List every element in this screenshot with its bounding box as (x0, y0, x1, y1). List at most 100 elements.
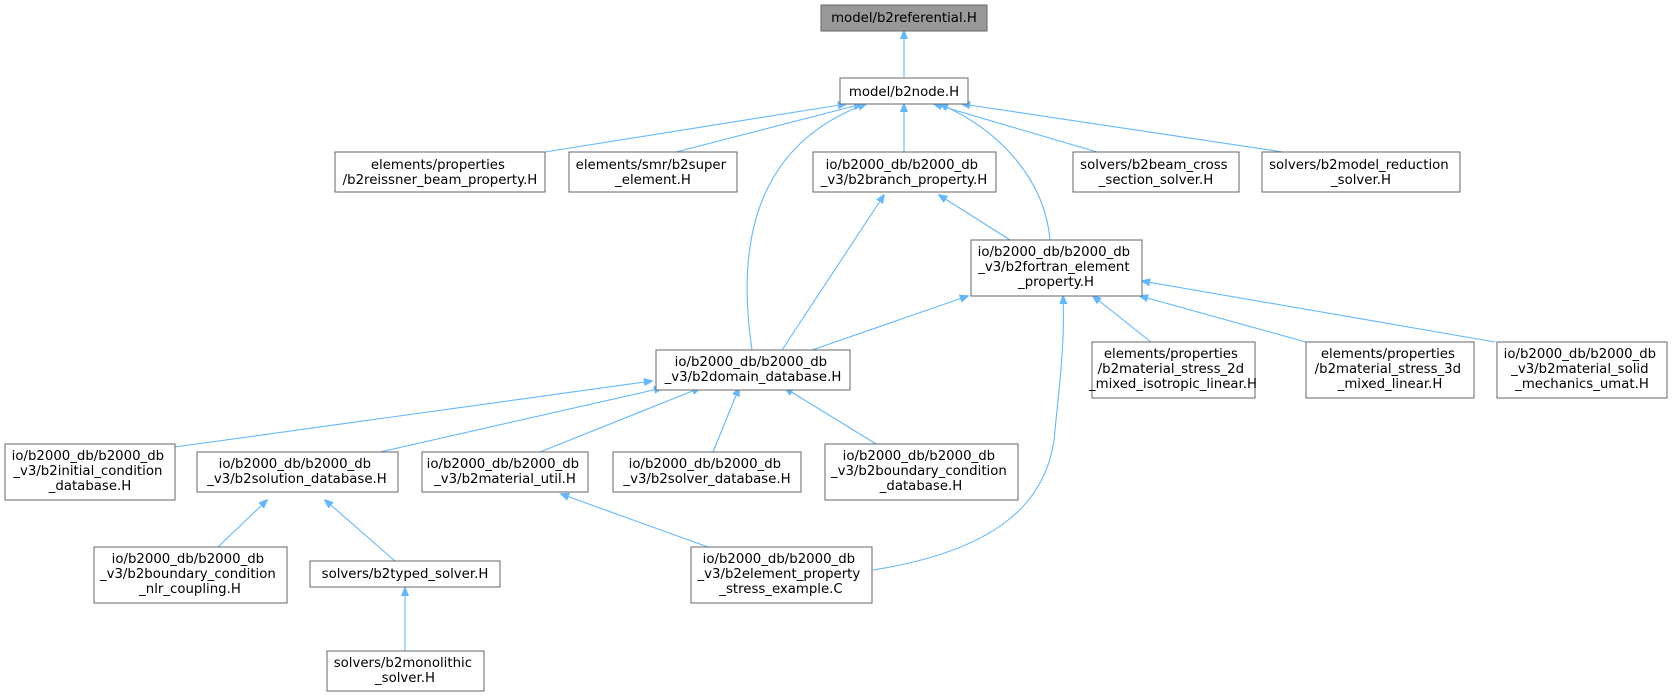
svg-text:io/b2000_db/b2000_db _v3: io/b2000_db/b2000_db _v3/b2boundary_cond… (99, 552, 280, 597)
node-label: _mixed_isotropic_linear.H (1088, 377, 1257, 392)
svg-text:solvers/b2typed_solver.H: solvers/b2typed_solver.H (322, 567, 489, 582)
node-box (421, 451, 589, 493)
node-label: _nlr_coupling.H (138, 582, 241, 597)
node-box (812, 151, 997, 193)
node-box (1261, 151, 1461, 193)
svg-text:model/b2node.H: model/b2node.H (849, 85, 959, 100)
svg-text:io/b2000_db/b2000_db _v3: io/b2000_db/b2000_db _v3/b2material_util… (427, 457, 584, 487)
node-label: _mechanics_umat.H (1514, 377, 1649, 392)
node-box (824, 443, 1019, 501)
graph-node-monolithic-solver[interactable]: solvers/b2monolithic _solver.H (326, 650, 485, 692)
edge-stress-2d-to-fortran (1093, 296, 1152, 343)
svg-text:solvers/b2model_reduction: solvers/b2model_reduction _solver.H (1269, 158, 1453, 188)
edge-solver-db-to-domain (712, 388, 739, 453)
edge-reissner-to-b2node (544, 104, 846, 153)
edge-fortran-to-branch-property (939, 195, 1011, 241)
graph-node-domain-database[interactable]: io/b2000_db/b2000_db _v3/b2domain_databa… (655, 349, 851, 391)
edge-model-reduction-to-b2node (962, 104, 1284, 153)
node-label: _v3/b2fortran_element (977, 260, 1129, 275)
svg-text:model/b2referential.H: model/b2referential.H (831, 11, 977, 26)
node-label: io/b2000_db/b2000_db (12, 449, 164, 464)
node-box (839, 77, 969, 105)
node-label: _mixed_linear.H (1337, 377, 1443, 392)
node-label: solvers/b2beam_cross (1080, 158, 1228, 173)
graph-node-material-stress-3d[interactable]: elements/properties /b2material_stress_3… (1305, 341, 1475, 399)
edge-beam-cross-to-b2node (934, 104, 1098, 153)
node-box (1091, 341, 1256, 399)
graph-node-b2referential[interactable]: model/b2referential.H (820, 4, 988, 32)
edge-fortran-to-b2node (940, 104, 1051, 241)
node-label: _v3/b2domain_database.H (664, 370, 842, 385)
svg-text:elements/properties /b2m: elements/properties /b2material_stress_2… (1088, 347, 1257, 392)
svg-text:elements/properties /b2m: elements/properties /b2material_stress_3… (1315, 347, 1466, 392)
node-label: _v3/b2boundary_condition (830, 464, 1007, 479)
edge-domain-to-fortran (811, 296, 968, 351)
edge-solution-db-to-domain (379, 388, 662, 453)
graph-node-element-property-stress-example[interactable]: io/b2000_db/b2000_db _v3/b2element_prope… (690, 546, 873, 604)
edge-super-element-to-b2node (675, 104, 862, 153)
node-label: io/b2000_db/b2000_db (629, 457, 781, 472)
node-box (970, 239, 1143, 297)
node-label: io/b2000_db/b2000_db (978, 245, 1130, 260)
node-label: _v3/b2solution_database.H (206, 472, 387, 487)
svg-text:io/b2000_db/b2000_db _v3: io/b2000_db/b2000_db _v3/b2material_soli… (1504, 347, 1661, 392)
node-label: _v3/b2initial_condition (12, 464, 162, 479)
node-label: _v3/b2material_util.H (433, 472, 576, 487)
graph-node-material-solid-mechanics-umat[interactable]: io/b2000_db/b2000_db _v3/b2material_soli… (1496, 341, 1668, 399)
graph-node-material-util[interactable]: io/b2000_db/b2000_db _v3/b2material_util… (421, 451, 589, 493)
graph-node-initial-condition-database[interactable]: io/b2000_db/b2000_db _v3/b2initial_condi… (4, 443, 176, 501)
graph-node-material-stress-2d[interactable]: elements/properties /b2material_stress_2… (1088, 341, 1257, 399)
node-label: _stress_example.C (718, 582, 842, 597)
node-label: /b2material_stress_3d (1315, 362, 1461, 377)
graph-node-b2node[interactable]: model/b2node.H (839, 77, 969, 105)
node-label: elements/properties (1104, 347, 1238, 362)
node-label: /b2reissner_beam_property.H (343, 173, 538, 188)
svg-text:io/b2000_db/b2000_db _v3: io/b2000_db/b2000_db _v3/b2branch_proper… (820, 158, 987, 188)
node-label: io/b2000_db/b2000_db (427, 457, 579, 472)
node-label: _v3/b2element_property (697, 567, 861, 582)
svg-text:solvers/b2monolithic _so: solvers/b2monolithic _solver.H (334, 656, 477, 686)
node-box (196, 451, 399, 493)
graph-node-solution-database[interactable]: io/b2000_db/b2000_db _v3/b2solution_data… (196, 451, 399, 493)
graph-node-solver-database[interactable]: io/b2000_db/b2000_db _v3/b2solver_databa… (612, 451, 802, 493)
edges (174, 31, 1496, 651)
graph-node-boundary-condition-database[interactable]: io/b2000_db/b2000_db _v3/b2boundary_cond… (824, 443, 1019, 501)
node-label: _v3/b2material_solid (1510, 362, 1648, 377)
graph-node-super-element[interactable]: elements/smr/b2super _element.H (568, 151, 738, 193)
svg-text:io/b2000_db/b2000_db _v3: io/b2000_db/b2000_db _v3/b2domain_databa… (664, 355, 842, 385)
node-box (612, 451, 802, 493)
svg-text:io/b2000_db/b2000_db _v3: io/b2000_db/b2000_db _v3/b2fortran_eleme… (977, 245, 1134, 290)
graph-node-typed-solver[interactable]: solvers/b2typed_solver.H (309, 560, 501, 588)
graph-node-boundary-condition-nlr-coupling[interactable]: io/b2000_db/b2000_db _v3/b2boundary_cond… (93, 546, 288, 604)
node-label: _v3/b2boundary_condition (99, 567, 276, 582)
graph-node-branch-property[interactable]: io/b2000_db/b2000_db _v3/b2branch_proper… (812, 151, 997, 193)
node-box (309, 560, 501, 588)
svg-text:io/b2000_db/b2000_db _v3: io/b2000_db/b2000_db _v3/b2initial_condi… (12, 449, 169, 494)
node-label: io/b2000_db/b2000_db (843, 449, 995, 464)
node-box (690, 546, 873, 604)
svg-text:io/b2000_db/b2000_db _v3: io/b2000_db/b2000_db _v3/b2solution_data… (206, 457, 387, 487)
svg-text:io/b2000_db/b2000_db _v3: io/b2000_db/b2000_db _v3/b2element_prope… (697, 552, 865, 597)
edge-domain-to-b2node (746, 104, 866, 351)
edge-boundary-db-to-domain (785, 388, 877, 445)
node-box (4, 443, 176, 501)
node-label: _section_solver.H (1098, 173, 1213, 188)
graph-node-model-reduction-solver[interactable]: solvers/b2model_reduction _solver.H (1261, 151, 1461, 193)
node-label: io/b2000_db/b2000_db (219, 457, 371, 472)
svg-text:io/b2000_db/b2000_db _v3: io/b2000_db/b2000_db _v3/b2boundary_cond… (830, 449, 1011, 494)
graph-node-reissner-beam-property[interactable]: elements/properties /b2reissner_beam_pro… (334, 151, 546, 193)
graph-node-beam-cross-section-solver[interactable]: solvers/b2beam_cross _section_solver.H (1072, 151, 1240, 193)
node-label: _database.H (48, 479, 132, 494)
node-box (1496, 341, 1668, 399)
node-box (326, 650, 485, 692)
node-label: io/b2000_db/b2000_db (675, 355, 827, 370)
node-box (655, 349, 851, 391)
node-box (334, 151, 546, 193)
svg-text:io/b2000_db/b2000_db _v3: io/b2000_db/b2000_db _v3/b2solver_databa… (622, 457, 790, 487)
node-label: _element.H (614, 173, 691, 188)
node-label: elements/properties (371, 158, 505, 173)
node-label: _solver.H (374, 671, 435, 686)
graph-node-fortran-element-property[interactable]: io/b2000_db/b2000_db _v3/b2fortran_eleme… (970, 239, 1143, 297)
node-box (568, 151, 738, 193)
